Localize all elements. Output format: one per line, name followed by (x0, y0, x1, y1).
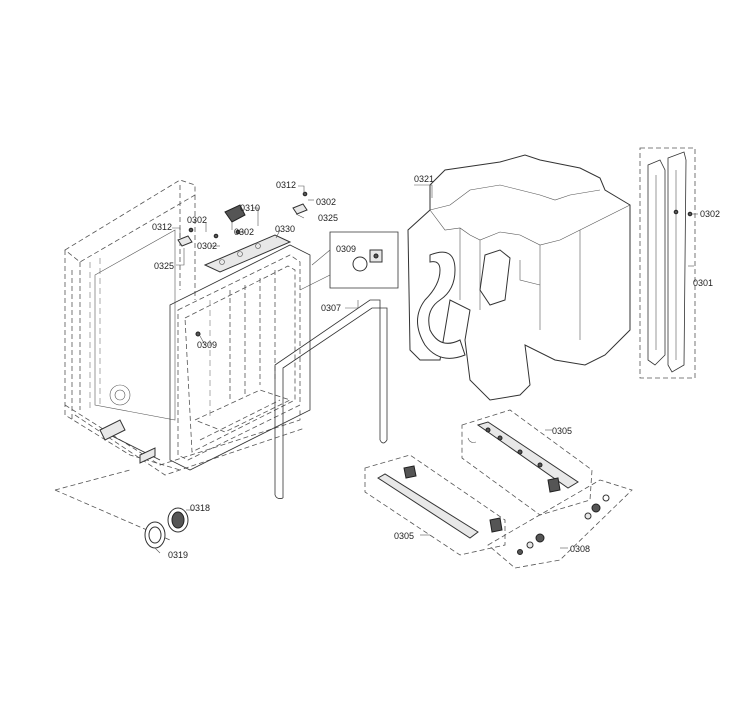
label-0307: 0307 (321, 303, 341, 313)
label-0305-lower: 0305 (394, 531, 414, 541)
side-rail-0301 (639, 147, 698, 379)
label-0325-left: 0325 (154, 261, 174, 271)
inset-0309 (195, 231, 399, 346)
label-0302-mid: 0302 (234, 227, 254, 237)
label-0302-low: 0302 (197, 241, 217, 251)
label-0312-left: 0312 (152, 222, 172, 232)
label-0302-right: 0302 (700, 209, 720, 219)
label-0325-top: 0325 (318, 213, 338, 223)
label-0305-upper: 0305 (552, 426, 572, 436)
label-0309-tub: 0309 (197, 340, 217, 350)
label-0312-top: 0312 (276, 180, 296, 190)
hardware-0308 (487, 479, 633, 569)
insulation-0321 (407, 154, 631, 401)
hinge-hardware (172, 185, 314, 266)
pump-seal (144, 507, 194, 554)
label-0310: 0310 (240, 203, 260, 213)
label-0302-left: 0302 (187, 215, 207, 225)
label-0319: 0319 (168, 550, 188, 560)
label-0308: 0308 (570, 544, 590, 554)
label-0321: 0321 (414, 174, 434, 184)
callout-labels: 0312 0302 0325 0310 0302 0312 0302 0330 … (152, 174, 720, 560)
label-0330: 0330 (275, 224, 295, 234)
rails-0305 (364, 409, 593, 556)
label-0302-top: 0302 (316, 197, 336, 207)
label-0309-inset: 0309 (336, 244, 356, 254)
label-0301: 0301 (693, 278, 713, 288)
door-gasket-0307 (274, 299, 388, 499)
label-0318: 0318 (190, 503, 210, 513)
tub-assembly (54, 179, 311, 541)
